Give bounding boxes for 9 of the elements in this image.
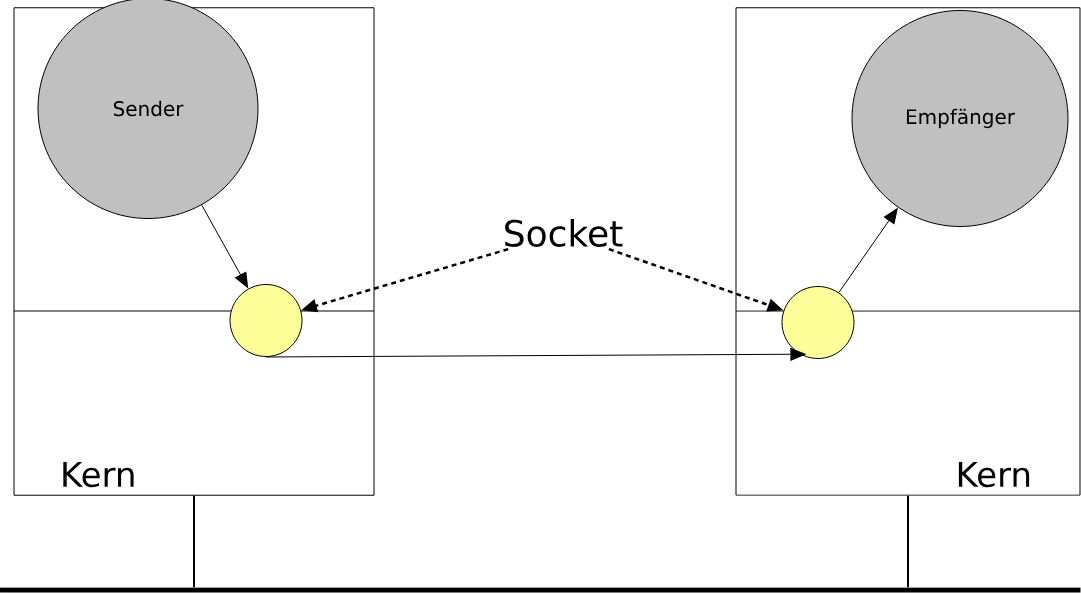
connection-line — [907, 494, 909, 589]
socket-circle — [781, 286, 855, 359]
arrow — [201, 204, 249, 288]
connection-line — [193, 494, 195, 589]
arrow — [838, 208, 898, 294]
network-bus — [0, 587, 1081, 593]
socket-label: Socket — [505, 219, 623, 247]
socket-circle — [229, 284, 303, 357]
arrow — [265, 347, 806, 361]
